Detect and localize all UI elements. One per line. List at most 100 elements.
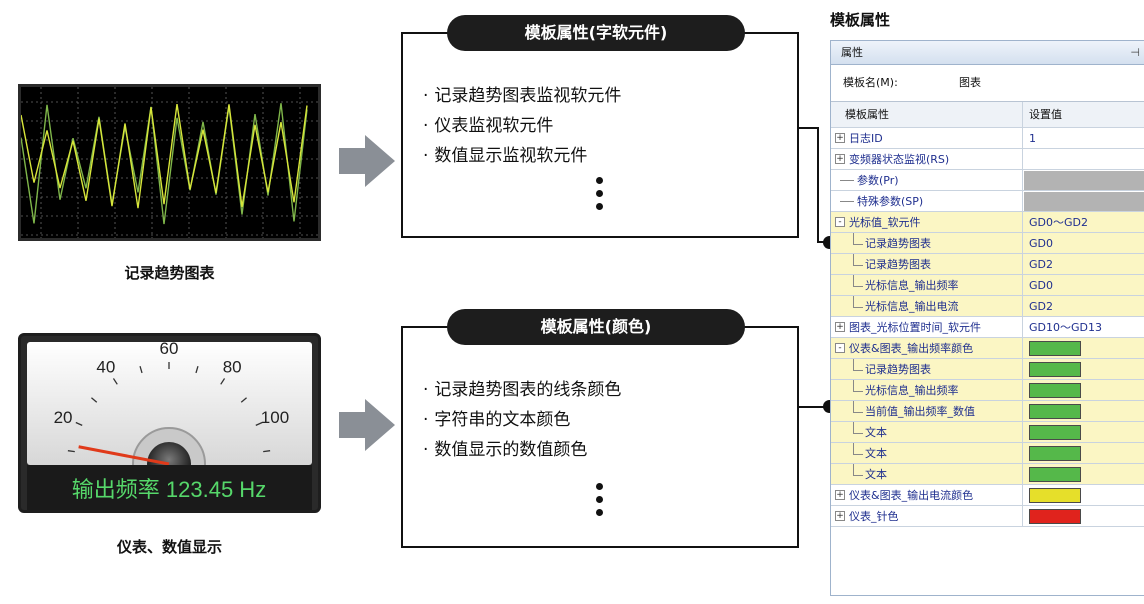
property-color-value[interactable]: [1024, 506, 1144, 526]
arrow-right-icon: [339, 135, 395, 187]
gauge-tick: [91, 397, 98, 403]
property-value[interactable]: GD10～GD13: [1029, 321, 1102, 334]
property-name-label: 文本: [865, 468, 887, 481]
property-color-value[interactable]: [1024, 359, 1144, 379]
property-row[interactable]: + 日志ID 1: [831, 128, 1144, 149]
callout-device-properties: 模板属性(字软元件) 记录趋势图表监视软元件 仪表监视软元件 数值显示监视软元件: [401, 15, 799, 238]
property-name: 特殊参数(SP): [831, 191, 1023, 211]
property-name-label: 记录趋势图表: [865, 363, 931, 376]
property-value[interactable]: 1: [1029, 132, 1036, 145]
property-value[interactable]: GD0: [1029, 279, 1053, 292]
property-row[interactable]: +变频器状态监视(RS): [831, 149, 1144, 170]
color-swatch[interactable]: [1029, 425, 1081, 440]
property-row[interactable]: 光标信息_输出频率: [831, 380, 1144, 401]
property-color-value[interactable]: [1024, 401, 1144, 421]
property-color-value[interactable]: [1024, 338, 1144, 358]
callout-device-item: 记录趋势图表监视软元件: [423, 81, 621, 111]
property-name-label: 文本: [865, 447, 887, 460]
expand-icon[interactable]: +: [835, 490, 845, 500]
property-value[interactable]: [1024, 149, 1144, 169]
property-disabled-value[interactable]: [1024, 191, 1144, 211]
trend-chart-image: [18, 84, 321, 241]
property-color-value[interactable]: [1024, 422, 1144, 442]
gauge-face: [27, 342, 312, 465]
property-row[interactable]: 记录趋势图表 GD0: [831, 233, 1144, 254]
color-swatch[interactable]: [1029, 467, 1081, 482]
property-name: +变频器状态监视(RS): [831, 149, 1023, 169]
color-swatch[interactable]: [1029, 404, 1081, 419]
color-swatch[interactable]: [1029, 341, 1081, 356]
property-disabled-value[interactable]: [1024, 170, 1144, 190]
property-value[interactable]: GD0～GD2: [1029, 216, 1088, 229]
property-color-value[interactable]: [1024, 464, 1144, 484]
property-name: 记录趋势图表: [831, 233, 1023, 253]
property-name-label: 光标信息_输出频率: [865, 384, 959, 397]
color-swatch[interactable]: [1029, 446, 1081, 461]
property-row[interactable]: +仪表_针色: [831, 506, 1144, 527]
property-name-label: 记录趋势图表: [865, 258, 931, 271]
color-swatch[interactable]: [1029, 509, 1081, 524]
template-name-value[interactable]: 图表: [959, 76, 981, 89]
gauge-readout-bar: [27, 465, 312, 510]
expand-icon[interactable]: +: [835, 133, 845, 143]
gauge-readout: 输出频率 123.45 Hz: [72, 477, 266, 502]
property-row[interactable]: 特殊参数(SP): [831, 191, 1144, 212]
gauge-tick: [263, 450, 271, 453]
property-row[interactable]: +仪表&图表_输出电流颜色: [831, 485, 1144, 506]
property-value[interactable]: GD2: [1029, 300, 1053, 313]
connector-line: [799, 127, 818, 129]
connector-line: [817, 127, 819, 243]
property-color-value[interactable]: [1024, 485, 1144, 505]
property-value[interactable]: GD2: [1029, 258, 1053, 271]
expand-icon[interactable]: +: [835, 322, 845, 332]
property-row[interactable]: 当前值_输出频率_数值: [831, 401, 1144, 422]
gauge-tick-label: 100: [261, 408, 289, 427]
gauge-tick-label: 20: [54, 408, 73, 427]
collapse-icon[interactable]: -: [835, 343, 845, 353]
color-swatch[interactable]: [1029, 362, 1081, 377]
property-row[interactable]: 文本: [831, 422, 1144, 443]
tree-line: [840, 201, 854, 202]
property-row[interactable]: -仪表&图表_输出频率颜色: [831, 338, 1144, 359]
callout-color-item: 记录趋势图表的线条颜色: [423, 375, 621, 405]
expand-icon[interactable]: +: [835, 511, 845, 521]
gauge-tick-label: 40: [96, 358, 115, 377]
trend-line-b: [21, 103, 308, 225]
expand-icon[interactable]: +: [835, 154, 845, 164]
property-name-label: 日志ID: [849, 132, 883, 145]
property-name-label: 特殊参数(SP): [857, 195, 924, 208]
property-value[interactable]: GD0: [1029, 237, 1053, 250]
property-color-value[interactable]: [1024, 380, 1144, 400]
trend-chart-caption: 记录趋势图表: [124, 264, 215, 282]
color-swatch[interactable]: [1029, 383, 1081, 398]
gauge-tick: [220, 378, 226, 385]
property-row[interactable]: 记录趋势图表: [831, 359, 1144, 380]
disabled-cell: [1024, 192, 1144, 211]
gauge-tick: [240, 397, 247, 403]
pin-icon[interactable]: ⊣: [1130, 46, 1140, 59]
property-row[interactable]: -光标值_软元件 GD0～GD2: [831, 212, 1144, 233]
property-row[interactable]: 文本: [831, 464, 1144, 485]
color-swatch[interactable]: [1029, 488, 1081, 503]
property-color-value[interactable]: [1024, 443, 1144, 463]
gauge-image: 020406080100120 输出频率 123.45 Hz: [18, 333, 321, 513]
property-name-label: 参数(Pr): [857, 174, 899, 187]
callout-device-item: 数值显示监视软元件: [423, 141, 621, 171]
property-row[interactable]: 文本: [831, 443, 1144, 464]
gauge-tick: [255, 421, 263, 426]
collapse-icon[interactable]: -: [835, 217, 845, 227]
gauge-tick: [139, 366, 143, 374]
callout-color-properties: 模板属性(颜色) 记录趋势图表的线条颜色 字符串的文本颜色 数值显示的数值颜色: [401, 309, 799, 548]
property-row[interactable]: 记录趋势图表 GD2: [831, 254, 1144, 275]
template-name-row: 模板名(M): 图表: [831, 65, 1144, 101]
property-row[interactable]: 光标信息_输出电流 GD2: [831, 296, 1144, 317]
property-row[interactable]: 参数(Pr): [831, 170, 1144, 191]
gauge-tick: [112, 378, 118, 385]
ellipsis-icon: [596, 177, 604, 216]
property-name: 记录趋势图表: [831, 359, 1023, 379]
property-name-label: 光标值_软元件: [849, 216, 921, 229]
property-name: 光标信息_输出电流: [831, 296, 1023, 316]
tree-line: [840, 180, 854, 181]
